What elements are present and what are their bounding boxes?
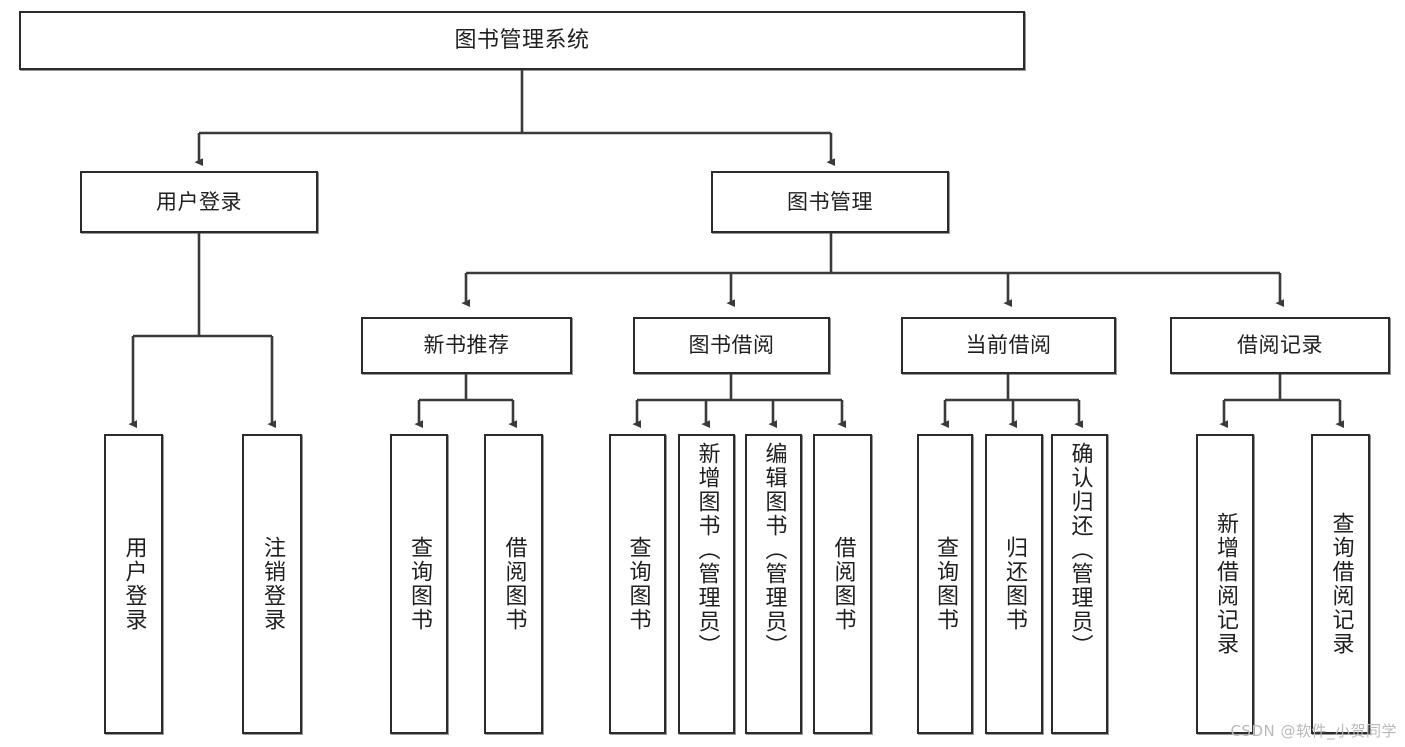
- node-user-login[interactable]: 用户登录: [80, 171, 318, 233]
- node-new-book-recommend[interactable]: 新书推荐: [361, 317, 572, 374]
- node-label: 编辑图书（管理员）: [761, 442, 787, 658]
- node-label: 新书推荐: [423, 333, 510, 358]
- node-label: 借阅图书: [501, 536, 527, 632]
- node-label: 确认归还（管理员）: [1067, 442, 1093, 658]
- node-label: 借阅图书: [830, 536, 856, 632]
- node-leaf-query-book-newbook[interactable]: 查询图书: [390, 434, 448, 734]
- node-label: 查询图书: [932, 536, 958, 632]
- node-leaf-query-book-current[interactable]: 查询图书: [917, 434, 973, 734]
- node-label: 新增图书（管理员）: [694, 442, 720, 658]
- node-label: 查询图书: [625, 536, 651, 632]
- node-leaf-add-book-admin[interactable]: 新增图书（管理员）: [678, 434, 735, 734]
- node-label: 图书管理系统: [454, 27, 590, 53]
- node-leaf-add-borrow-record[interactable]: 新增借阅记录: [1196, 434, 1254, 734]
- node-borrow-record[interactable]: 借阅记录: [1170, 317, 1390, 374]
- node-leaf-user-login[interactable]: 用户登录: [104, 434, 163, 734]
- node-book-borrow[interactable]: 图书借阅: [633, 317, 830, 374]
- node-leaf-logout[interactable]: 注销登录: [242, 434, 302, 734]
- node-leaf-borrow-book-newbook[interactable]: 借阅图书: [484, 434, 543, 734]
- node-leaf-borrow-book[interactable]: 借阅图书: [813, 434, 872, 734]
- node-label: 图书借阅: [688, 333, 775, 358]
- node-label: 图书管理: [787, 189, 873, 214]
- node-label: 当前借阅: [965, 333, 1052, 358]
- watermark-csdn: CSDN @软件_小贺同学: [1230, 722, 1397, 740]
- node-label: 归还图书: [1001, 536, 1027, 632]
- node-leaf-edit-book-admin[interactable]: 编辑图书（管理员）: [745, 434, 802, 734]
- node-leaf-confirm-return-admin[interactable]: 确认归还（管理员）: [1051, 434, 1108, 734]
- node-label: 查询图书: [406, 536, 432, 632]
- node-leaf-query-book-borrow[interactable]: 查询图书: [609, 434, 666, 734]
- node-label: 用户登录: [121, 536, 147, 632]
- node-label: 新增借阅记录: [1212, 512, 1238, 656]
- node-label: 注销登录: [259, 536, 285, 632]
- node-leaf-query-borrow-record[interactable]: 查询借阅记录: [1311, 434, 1370, 734]
- node-label: 用户登录: [156, 189, 242, 214]
- node-label: 查询借阅记录: [1328, 512, 1354, 656]
- node-label: 借阅记录: [1237, 333, 1323, 358]
- node-root-system[interactable]: 图书管理系统: [19, 11, 1025, 70]
- node-leaf-return-book[interactable]: 归还图书: [985, 434, 1043, 734]
- node-book-management[interactable]: 图书管理: [711, 171, 949, 233]
- node-current-borrow[interactable]: 当前借阅: [901, 317, 1116, 374]
